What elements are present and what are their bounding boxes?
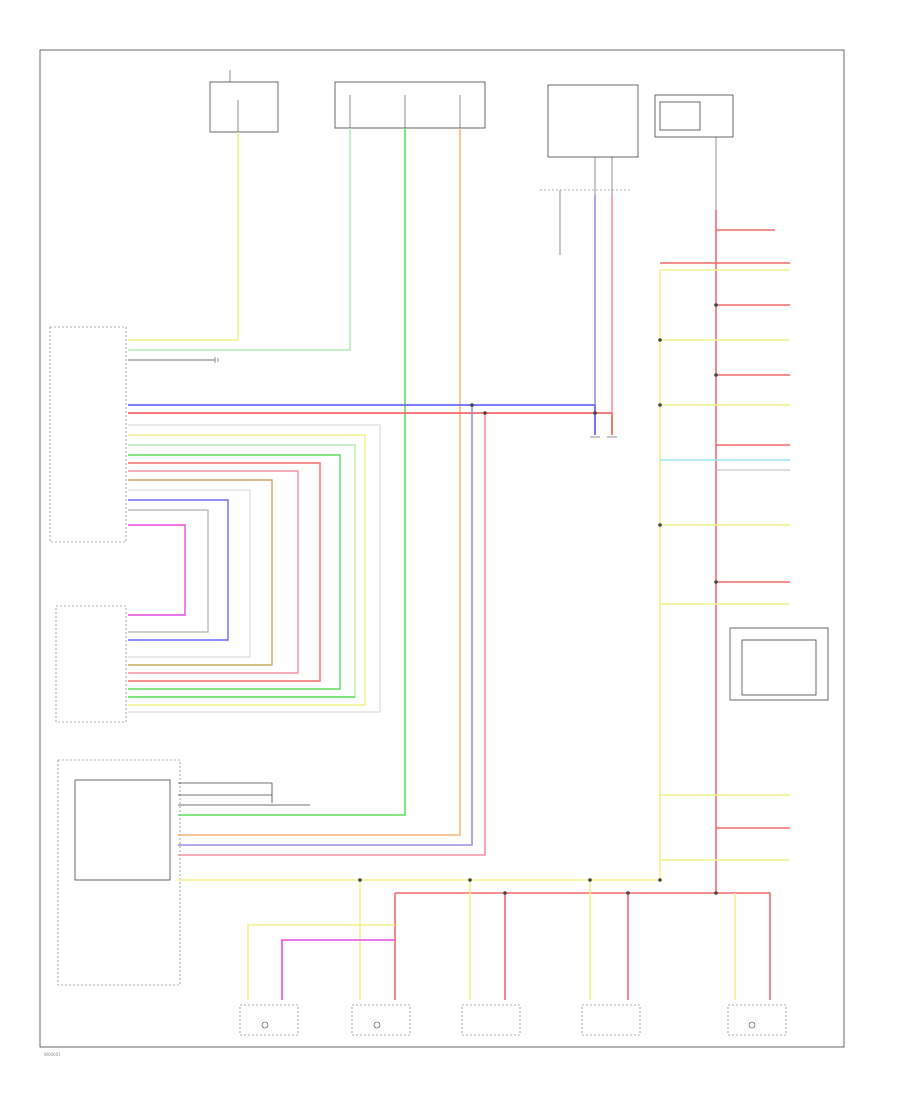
wire-blue-2 — [128, 499, 229, 641]
steering-switch-box — [729, 627, 829, 701]
combination-switch — [55, 605, 127, 723]
wire-brown-1 — [128, 479, 273, 666]
relay-box — [547, 84, 639, 195]
lamp-rear — [727, 1004, 787, 1036]
combination-meter — [57, 759, 181, 986]
lamp-center-switch — [461, 1004, 521, 1036]
diagram-frame — [39, 49, 845, 1048]
wire-orange-1 — [178, 128, 461, 836]
fuse-box-center — [334, 81, 486, 129]
wire-red-drop — [178, 413, 486, 856]
wire-magenta-1 — [128, 524, 186, 616]
lamp-front-left — [351, 1004, 411, 1036]
wire-gray-3 — [128, 509, 209, 633]
wire-green-2 — [178, 128, 406, 816]
fuse-box-right — [654, 94, 734, 210]
wire-magenta-bottom — [281, 939, 395, 1000]
wire-blue-bus — [128, 404, 596, 435]
lamp-front-right — [239, 1004, 299, 1036]
wire-yellow-2 — [128, 434, 366, 706]
wire-blue-drop — [178, 405, 473, 846]
wire-yellow-1 — [128, 132, 239, 341]
wire-gray-1 — [128, 424, 381, 713]
wire-green-1 — [128, 128, 351, 351]
lamp-shift-illumination — [581, 1004, 641, 1036]
body-control-module — [49, 326, 127, 543]
wire-yellow-bottom-4 — [247, 924, 395, 1000]
wire-red-3 — [128, 462, 321, 682]
wire-red-4 — [128, 470, 299, 674]
junction-dots — [358, 303, 718, 895]
wire-red-bottom-bus — [395, 892, 771, 1000]
fuse-box-left — [209, 70, 279, 133]
wire-meter-black-1 — [178, 782, 273, 803]
wire-gray-2 — [128, 489, 251, 658]
wire-red-bus — [128, 412, 613, 435]
wire-green-3 — [128, 454, 341, 690]
ground-symbol-bcm — [214, 357, 219, 363]
diagram-code: W00001 — [44, 1052, 61, 1057]
wire-light-green-3 — [128, 444, 356, 698]
ground-junction-top — [540, 189, 630, 255]
